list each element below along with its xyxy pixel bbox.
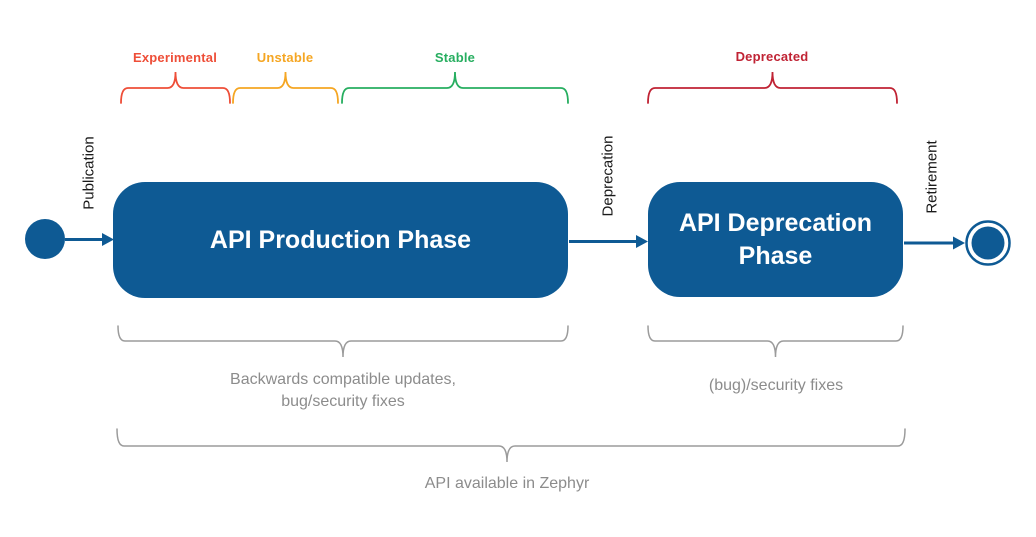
api-deprecation-phase-box: API Deprecation Phase: [648, 182, 903, 297]
stable-label: Stable: [434, 50, 476, 65]
api-deprecation-phase-label: API Deprecation Phase: [678, 209, 873, 270]
api-production-phase-label: API Production Phase: [209, 225, 472, 254]
unstable-label: Unstable: [256, 50, 314, 65]
retirement-arrow-head: [953, 236, 965, 250]
overall-note-brace: [116, 428, 906, 463]
production-note-line2: bug/security fixes: [281, 392, 405, 410]
deprecation-note-brace: [647, 325, 904, 358]
start-node: [25, 219, 65, 259]
deprecation-label: Deprecation: [599, 135, 617, 217]
experimental-label: Experimental: [132, 50, 218, 65]
deprecated-brace: [647, 71, 898, 104]
publication-label: Publication: [80, 136, 98, 210]
unstable-brace: [232, 71, 339, 104]
production-note-brace: [117, 325, 569, 358]
production-note: Backwards compatible updates, bug/securi…: [230, 369, 456, 412]
deprecation-arrow-head: [636, 235, 648, 248]
end-node: [971, 226, 1005, 260]
retirement-label: Retirement: [923, 140, 941, 214]
stable-brace: [341, 71, 569, 104]
publication-arrow-head: [102, 233, 114, 246]
api-production-phase-box: API Production Phase: [113, 182, 568, 298]
production-note-line1: Backwards compatible updates,: [230, 371, 456, 388]
overall-note: API available in Zephyr: [424, 475, 590, 492]
experimental-brace: [120, 71, 231, 104]
deprecation-note: (bug)/security fixes: [708, 377, 844, 394]
deprecated-label: Deprecated: [735, 49, 809, 64]
